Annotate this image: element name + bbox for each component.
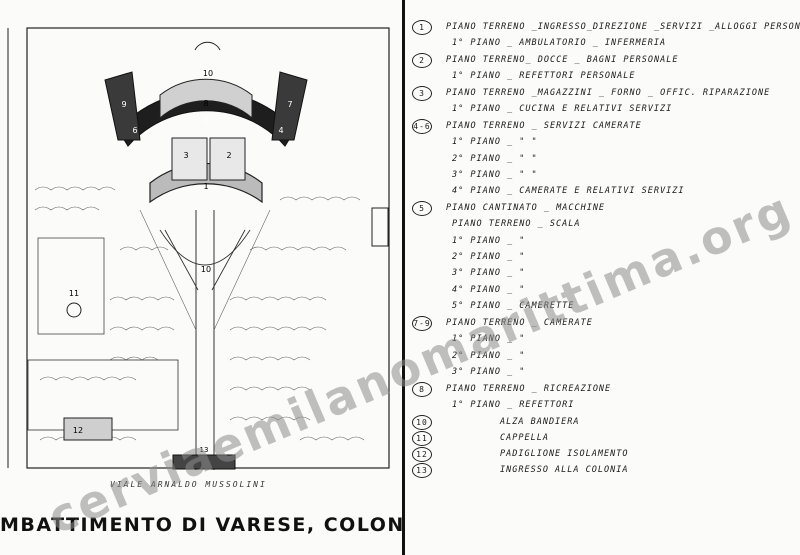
plan-num-8: 8 xyxy=(203,99,208,108)
legend-text: 2° PIANO _ " xyxy=(452,252,526,262)
legend-text: 1° PIANO _ AMBULATORIO _ INFERMERIA xyxy=(452,38,667,48)
legend-text: 2° PIANO _ " " xyxy=(452,154,538,164)
legend-text: 3° PIANO _ " " xyxy=(452,170,538,180)
flag-plaza xyxy=(159,229,251,266)
plan-num-10-top: 10 xyxy=(203,69,213,78)
legend-number-badge: 3 xyxy=(412,86,432,101)
chapel-outline xyxy=(37,237,105,335)
drawing-title: MBATTIMENTO DI VARESE, COLONIA MARI xyxy=(0,514,402,536)
legend-text: 1° PIANO _ " xyxy=(452,334,526,344)
plan-num-4: 4 xyxy=(278,126,283,135)
diagonal-paths xyxy=(164,229,246,291)
legend-text: PIANO TERRENO _MAGAZZINI _ FORNO _ OFFIC… xyxy=(446,88,771,98)
legend-text: 1° PIANO _ REFETTORI xyxy=(452,400,575,410)
entrance-gate xyxy=(172,454,236,470)
central-avenue xyxy=(195,210,215,470)
legend-text: 1° PIANO _ " " xyxy=(452,137,538,147)
plan-num-13: 13 xyxy=(200,446,209,454)
legend-number-badge: 1 xyxy=(412,20,432,35)
legend-text: PIANO TERRENO _INGRESSO_DIREZIONE _SERVI… xyxy=(446,22,800,32)
legend-number-badge: 13 xyxy=(412,463,432,478)
legend-text: 3° PIANO _ " xyxy=(452,268,526,278)
legend-text: 3° PIANO _ " xyxy=(452,367,526,377)
plan-num-6: 6 xyxy=(132,126,137,135)
legend-text: INGRESSO ALLA COLONIA xyxy=(500,465,629,475)
legend-number-badge: 5 xyxy=(412,201,432,216)
plan-num-12: 12 xyxy=(73,426,83,435)
legend-text: 1° PIANO _ " xyxy=(452,236,526,246)
main-building xyxy=(104,41,308,204)
legend-number-badge: 7-9 xyxy=(412,316,432,331)
legend-text: 4° PIANO _ CAMERATE E RELATIVI SERVIZI xyxy=(452,186,685,196)
plan-num-2: 2 xyxy=(226,151,231,160)
divider-line xyxy=(402,0,405,555)
legend-text: 5° PIANO _ CAMERETTE xyxy=(452,301,575,311)
side-paths xyxy=(139,209,271,331)
legend-text: 1° PIANO _ CUCINA E RELATIVI SERVIZI xyxy=(452,104,673,114)
plan-num-10: 10 xyxy=(201,265,211,274)
garden-vegetation xyxy=(34,186,365,441)
legend-text: PIANO CANTINATO _ MACCHINE xyxy=(446,203,606,213)
plan-num-1: 1 xyxy=(203,182,208,191)
site-plan-drawing: 10 9 8 7 6 5 4 3 2 1 10 11 12 13 xyxy=(7,27,390,470)
legend-text: 4° PIANO _ " xyxy=(452,285,526,295)
street-label: VIALE ARNALDO MUSSOLINI xyxy=(110,480,267,489)
legend-text: CAPPELLA xyxy=(500,433,549,443)
legend-text: PIANO TERRENO _ SCALA xyxy=(452,219,581,229)
legend-number-badge: 12 xyxy=(412,447,432,462)
plan-num-5: 5 xyxy=(203,115,208,124)
site-plan: 10 9 8 7 6 5 4 3 2 1 10 11 12 13 VIALE A… xyxy=(7,27,390,489)
legend-number-badge: 8 xyxy=(412,382,432,397)
legend-text: 1° PIANO _ REFETTORI PERSONALE xyxy=(452,71,636,81)
plan-num-7: 7 xyxy=(287,100,292,109)
legend-number-badge: 2 xyxy=(412,53,432,68)
legend-text: PIANO TERRENO_ DOCCE _ BAGNI PERSONALE xyxy=(446,55,679,65)
legend-text: PIANO TERRENO _ CAMERATE xyxy=(446,318,593,328)
legend-number-badge: 4-6 xyxy=(412,119,432,134)
plan-num-9: 9 xyxy=(121,100,126,109)
legend-number-badge: 11 xyxy=(412,431,432,446)
legend-text: PIANO TERRENO _ SERVIZI CAMERATE xyxy=(446,121,642,131)
legend-text: 2° PIANO _ " xyxy=(452,351,526,361)
isolation-pavilion xyxy=(63,417,113,441)
chapel-apse xyxy=(66,302,82,318)
legend-number-badge: 10 xyxy=(412,415,432,430)
plan-num-11: 11 xyxy=(69,289,79,298)
legend-text: ALZA BANDIERA xyxy=(500,417,580,427)
plan-num-3: 3 xyxy=(183,151,188,160)
legend-text: PADIGLIONE ISOLAMENTO xyxy=(500,449,629,459)
legend-text: PIANO TERRENO _ RICREAZIONE xyxy=(446,384,612,394)
side-gate xyxy=(371,207,389,247)
